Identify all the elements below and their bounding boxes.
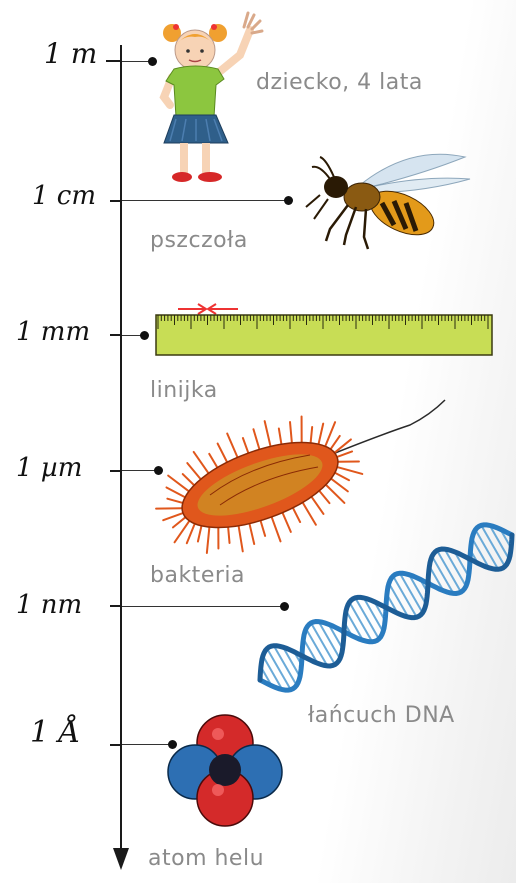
caption-child: dziecko, 4 lata <box>256 72 423 94</box>
unit-label-m: 1 m <box>44 40 97 68</box>
tick-nm <box>110 605 122 607</box>
child-illustration <box>140 5 280 190</box>
bee-illustration <box>290 145 475 255</box>
unit-label-mm: 1 mm <box>16 319 90 345</box>
helium-atom-illustration <box>160 710 290 830</box>
scale-axis <box>120 45 122 855</box>
caption-bacterium: bakteria <box>150 565 245 587</box>
unit-label-cm: 1 cm <box>32 183 96 209</box>
ruler-illustration <box>150 297 510 365</box>
unit-label-angstrom: 1 Å <box>30 718 80 748</box>
tick-m <box>106 60 122 62</box>
caption-dna: łańcuch DNA <box>308 705 455 727</box>
leader-cm <box>122 200 288 201</box>
tick-cm <box>110 200 122 202</box>
unit-label-um: 1 µm <box>16 455 82 481</box>
caption-helium: atom helu <box>148 848 264 870</box>
unit-label-nm: 1 nm <box>16 592 82 618</box>
dna-illustration <box>250 515 516 710</box>
tick-mm <box>110 334 122 336</box>
tick-angstrom <box>110 744 122 746</box>
tick-um <box>110 470 122 472</box>
pointer-dot-mm <box>140 331 149 340</box>
caption-bee: pszczoła <box>150 230 248 252</box>
axis-arrow-icon <box>113 848 129 870</box>
